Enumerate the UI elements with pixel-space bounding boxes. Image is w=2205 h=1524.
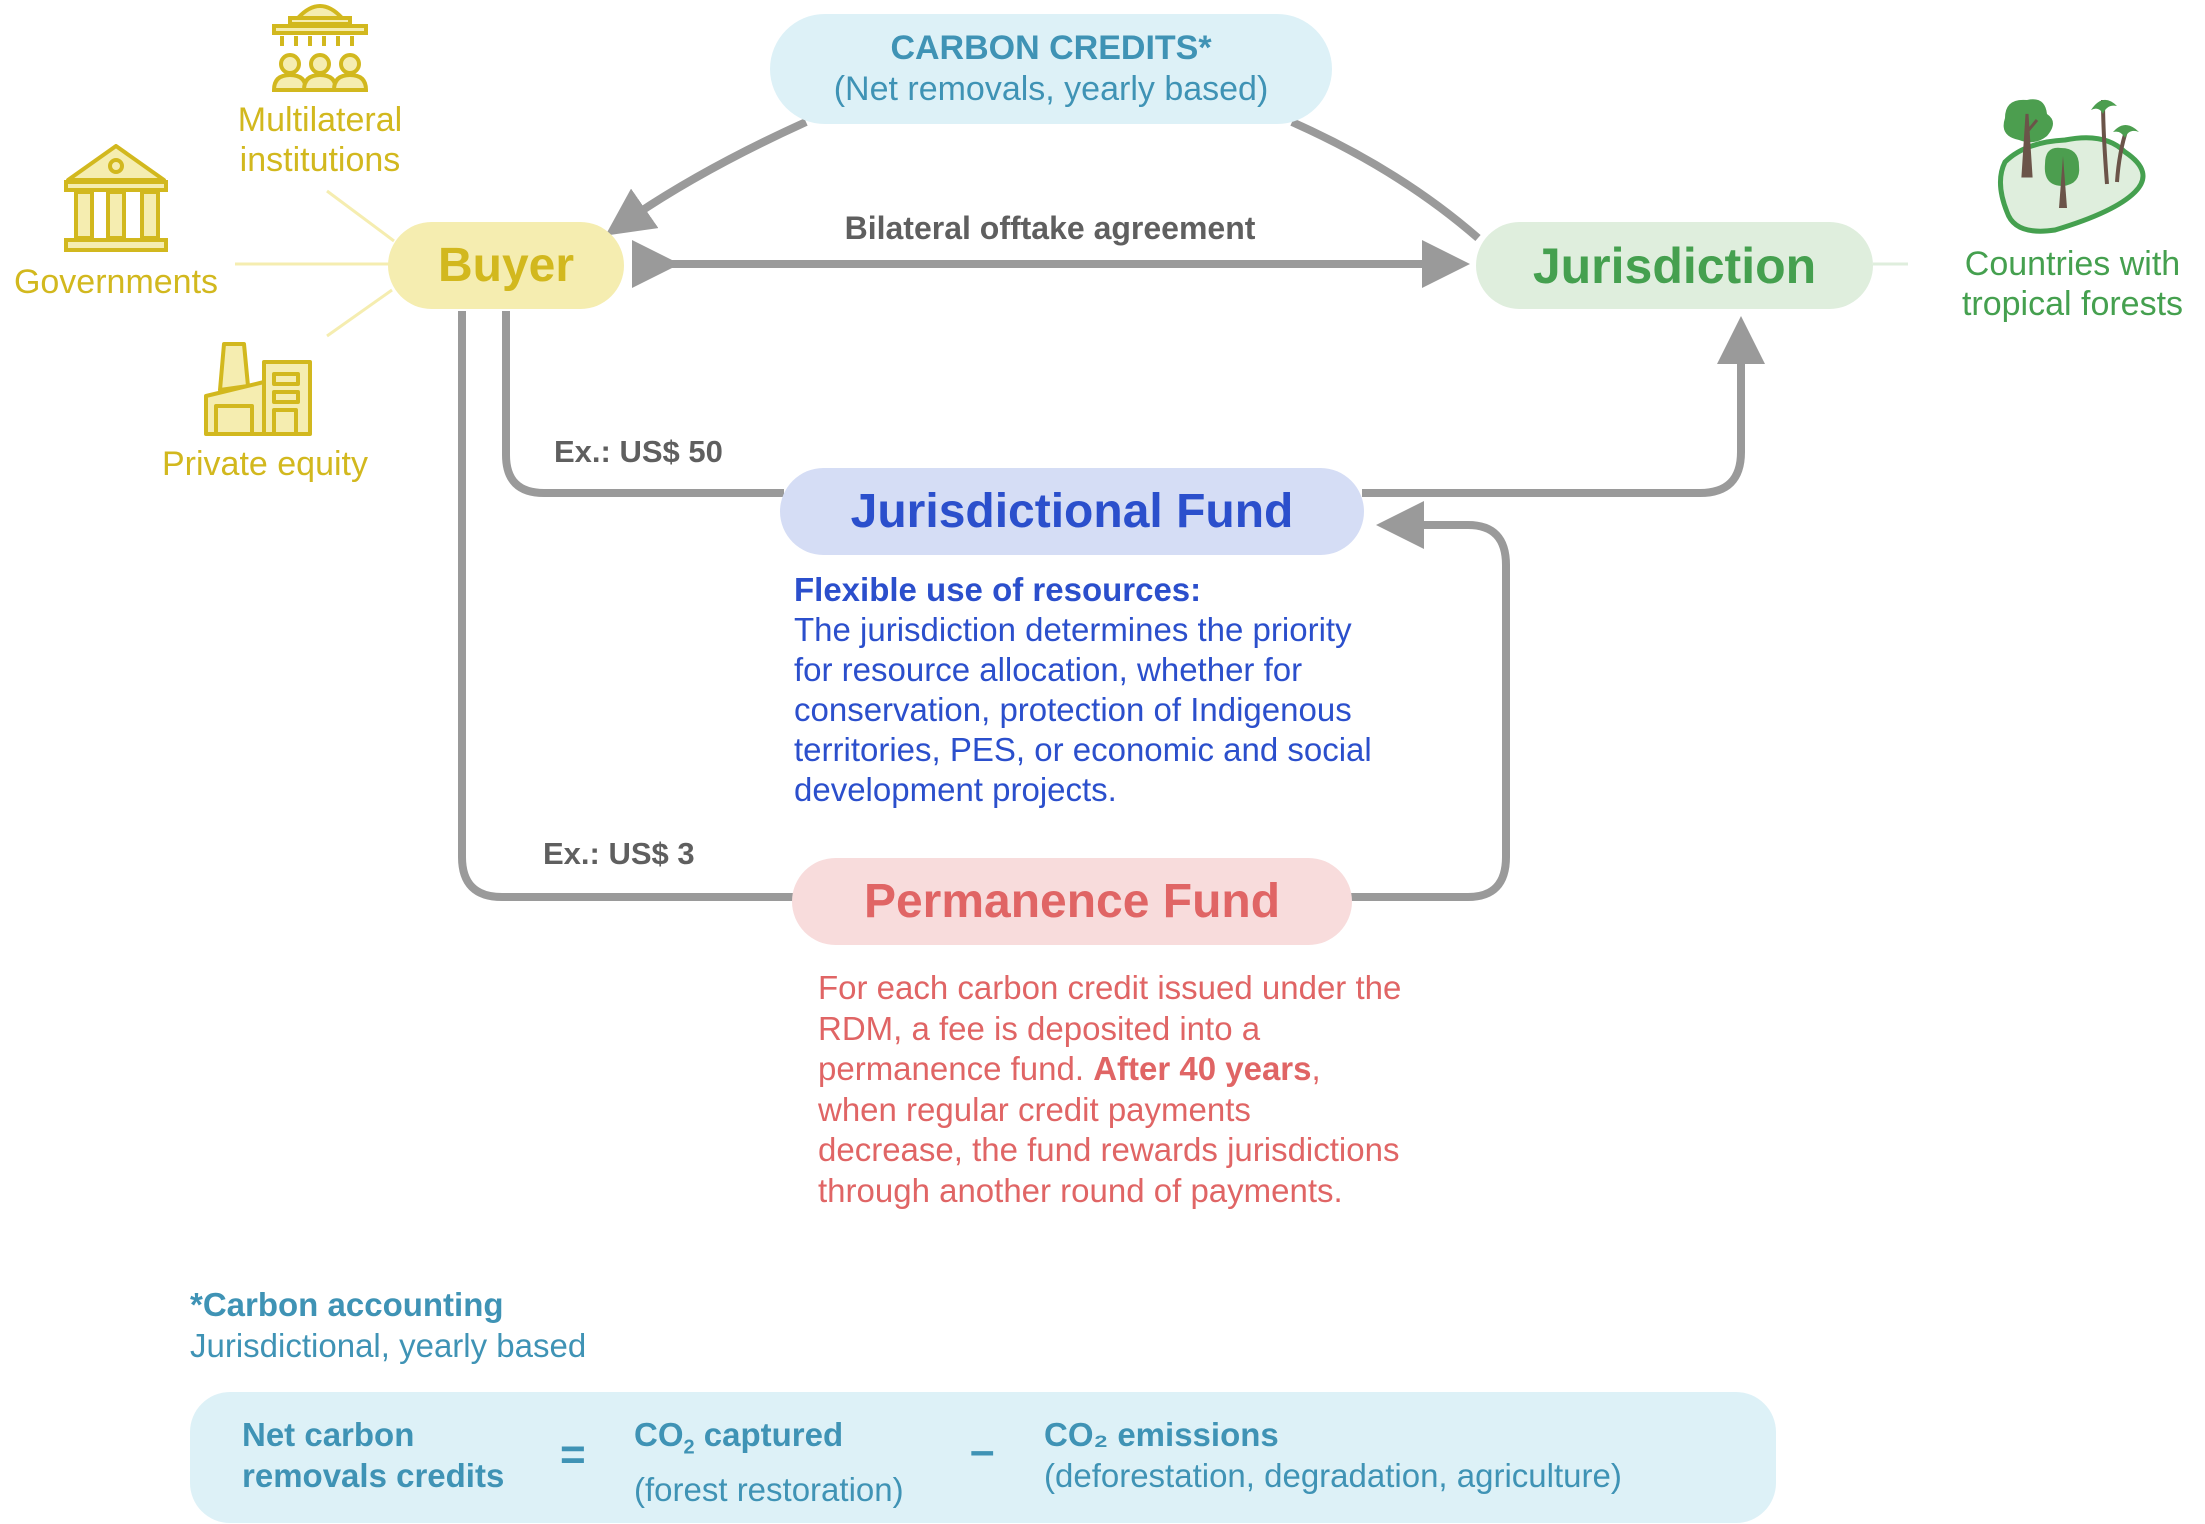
desc-line: for resource allocation, whether for [794,651,1303,688]
formula-lhs: Net carbon removals credits [242,1414,504,1496]
captured-desc: (forest restoration) [634,1470,904,1508]
permanence-fund-node: Permanence Fund [792,858,1352,945]
carbon-accounting-title: *Carbon accounting [190,1286,504,1323]
carbon-credits-subtitle: (Net removals, yearly based) [833,70,1269,108]
arrow-fund-to-jurisdiction [1362,316,1765,497]
equals-sign: = [560,1430,586,1479]
governments-label: Governments [13,263,219,301]
desc-line: development projects. [794,771,1117,808]
desc-line: conservation, protection of Indigenous [794,691,1352,728]
formula-term-captured: CO2 captured (forest restoration) [634,1414,904,1510]
minus-sign: – [970,1426,995,1475]
co2-text: CO [634,1416,684,1453]
carbon-credits-title: CARBON CREDITS* [890,29,1212,67]
jurisdictional-fund-example: Ex.: US$ 50 [554,434,723,469]
line-jurisdiction-to-credits [1290,118,1481,242]
spoke-multilateral [326,189,395,243]
jurisdiction-node: Jurisdiction [1476,222,1873,309]
captured-text: captured [694,1416,844,1453]
countries-note-line1: Countries with [1964,245,2181,283]
spoke-private-equity [326,288,393,338]
desc-line: when regular credit payments [818,1090,1251,1128]
line-buyer-to-jurisdictional-fund [502,311,784,497]
private-equity-label: Private equity [162,445,368,483]
bilateral-agreement-label: Bilateral offtake agreement [844,210,1256,246]
subscript-2: 2 [683,1436,695,1459]
jurisdictional-fund-node: Jurisdictional Fund [780,468,1364,555]
desc-line: RDM, a fee is deposited into a [818,1009,1261,1047]
desc-line: The jurisdiction determines the priority [794,611,1352,648]
permanence-fund-description: For each carbon credit issued under the … [818,968,1401,1211]
buyer-node: Buyer [388,222,624,309]
desc-line: permanence fund. After 40 years, [818,1049,1401,1090]
multilateral-institutions-icon [272,4,368,92]
emissions-desc: (deforestation, degradation, agriculture… [1044,1457,1622,1494]
multilateral-label-line2: institutions [239,141,401,179]
factory-icon [204,342,312,436]
jurisdictional-fund-label: Jurisdictional Fund [850,485,1294,538]
multilateral-label-line1: Multilateral [237,101,403,139]
line-buyer-to-permanence-fund [458,311,794,901]
permanence-fund-label: Permanence Fund [863,875,1281,928]
buyer-label: Buyer [437,239,575,292]
countries-note-line2: tropical forests [1961,285,2184,323]
desc-line: territories, PES, or economic and social [794,731,1372,768]
flexible-use-title: Flexible use of resources: [794,571,1202,608]
desc-line: decrease, the fund rewards jurisdictions [818,1131,1400,1168]
jurisdictional-fund-description: Flexible use of resources: The jurisdict… [794,570,1372,810]
formula-box: Net carbon removals credits = CO2 captur… [190,1392,1776,1523]
emissions-title: CO₂ emissions [1044,1416,1279,1453]
permanence-fund-example: Ex.: US$ 3 [543,836,695,871]
carbon-credits-box: CARBON CREDITS* (Net removals, yearly ba… [770,14,1332,124]
arrow-credits-to-buyer [605,118,808,236]
government-building-icon [64,144,168,252]
carbon-accounting-subtitle: Jurisdictional, yearly based [190,1327,587,1364]
lhs-line2: removals credits [242,1457,505,1494]
after-40-years-highlight: After 40 years [1093,1050,1312,1087]
desc-line: through another round of payments. [818,1171,1343,1209]
lhs-line1: Net carbon [242,1416,415,1453]
tropical-forest-icon [1998,99,2146,234]
desc-text: permanence fund. [818,1050,1094,1087]
countries-note: Countries with tropical forests [1940,244,2205,324]
multilateral-label: Multilateral institutions [200,100,440,180]
captured-title: CO2 captured [634,1414,904,1469]
desc-line: For each carbon credit issued under the [818,969,1402,1006]
formula-term-emissions: CO₂ emissions (deforestation, degradatio… [1044,1414,1622,1496]
desc-text: , [1311,1050,1321,1087]
jurisdiction-label: Jurisdiction [1532,237,1817,294]
arrow-permanence-to-fund [1350,501,1510,901]
